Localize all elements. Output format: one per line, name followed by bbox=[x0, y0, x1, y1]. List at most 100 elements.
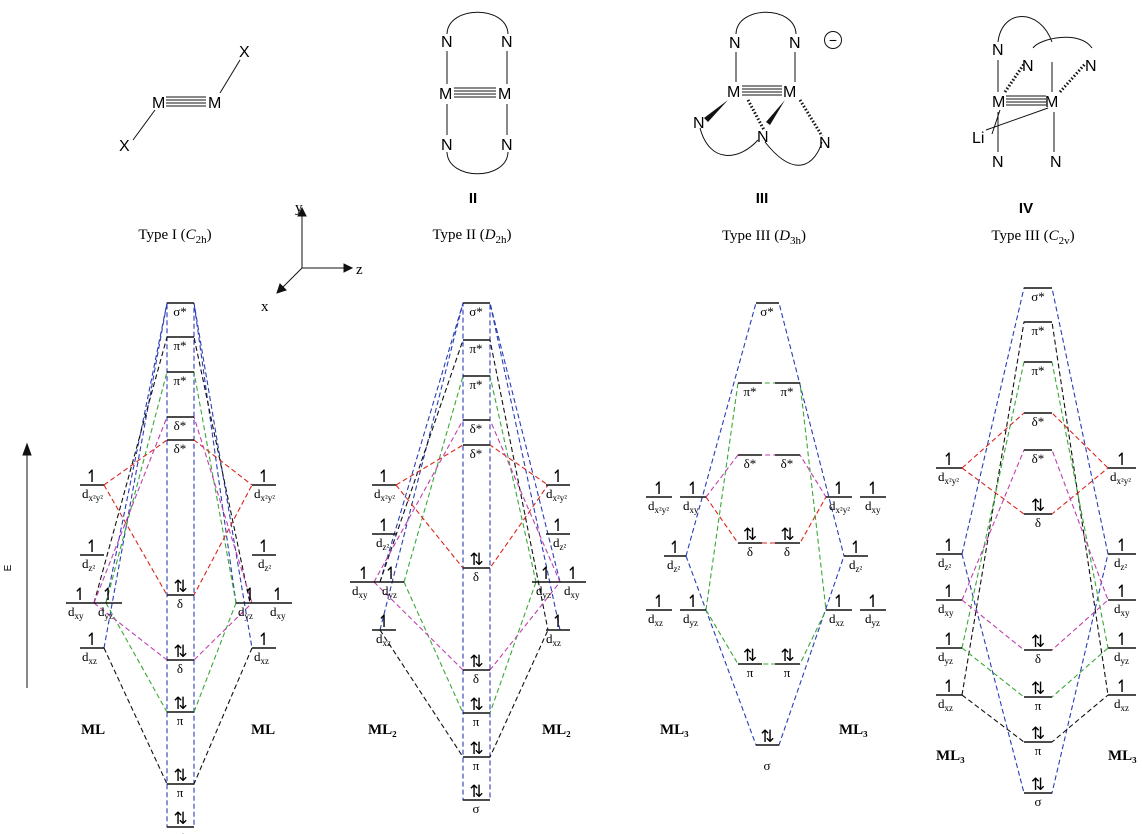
correlation-line bbox=[373, 581, 561, 671]
paired-electrons: ⇅ bbox=[173, 642, 187, 661]
coordinate-axes bbox=[276, 206, 354, 294]
atom-label: N bbox=[441, 137, 453, 154]
paired-electrons: ⇅ bbox=[1031, 775, 1045, 794]
unpaired-electron: ↿ bbox=[377, 516, 391, 535]
fragment-label-left-2: ML₂ bbox=[368, 722, 397, 738]
unpaired-electron: ↿ bbox=[551, 467, 565, 486]
unpaired-electron: ↿ bbox=[832, 479, 846, 498]
unpaired-electron: ↿ bbox=[1115, 630, 1129, 649]
ao-label: dx²y² bbox=[254, 486, 275, 503]
ao-label: dxz bbox=[376, 631, 391, 648]
correlation-line bbox=[705, 454, 827, 498]
metal-metal-quadruple-bond bbox=[166, 96, 206, 107]
ao-label: dxy bbox=[865, 498, 881, 515]
correlation-line bbox=[961, 599, 1109, 651]
mo-label: σ bbox=[472, 801, 479, 816]
paired-electrons: ⇅ bbox=[173, 694, 187, 713]
bonds bbox=[446, 51, 508, 135]
atom-label: M bbox=[1045, 94, 1058, 111]
correlation-line bbox=[379, 629, 549, 758]
mo-label: π* bbox=[173, 338, 186, 353]
correlation-line bbox=[379, 302, 561, 801]
caption-type-III-d3h: Type III (D3h) bbox=[722, 228, 806, 247]
unpaired-electron: ↿ bbox=[539, 564, 553, 583]
atom-label: N bbox=[693, 115, 705, 132]
correlation-line bbox=[105, 302, 237, 604]
unpaired-electron: ↿ bbox=[257, 630, 271, 649]
paired-electrons: ⇅ bbox=[780, 646, 794, 665]
bond bbox=[219, 59, 241, 94]
ao-label: dxz bbox=[648, 611, 663, 628]
ao-label: dx²y² bbox=[374, 486, 395, 503]
bonds bbox=[735, 52, 796, 96]
unpaired-electron: ↿ bbox=[551, 612, 565, 631]
mo-label: π bbox=[1035, 698, 1042, 713]
unpaired-electron: ↿ bbox=[942, 630, 956, 649]
ao-label: dyz bbox=[238, 604, 253, 621]
unpaired-electron: ↿ bbox=[101, 585, 115, 604]
mo-label: δ bbox=[473, 671, 479, 686]
structure-IV: N N N M M Li N N IV bbox=[972, 16, 1097, 217]
ao-label: dyz bbox=[865, 611, 880, 628]
atom-label: M bbox=[992, 94, 1005, 111]
bridging-ligand-arc bbox=[764, 141, 823, 166]
atom-label: X bbox=[239, 44, 250, 61]
ao-label: dxy bbox=[938, 601, 954, 618]
ao-label: dz² bbox=[1114, 555, 1127, 572]
correlation-line bbox=[93, 336, 251, 604]
unpaired-electron: ↿ bbox=[1115, 450, 1129, 469]
paired-electrons: ⇅ bbox=[173, 577, 187, 596]
correlation-line bbox=[93, 416, 253, 604]
mo-label: π bbox=[473, 714, 480, 729]
paired-electrons: ⇅ bbox=[469, 695, 483, 714]
mo-label: δ* bbox=[174, 441, 187, 456]
energy-axis-label: E bbox=[3, 564, 14, 571]
unpaired-electron: ↿ bbox=[668, 538, 682, 557]
atom-label: N bbox=[1085, 58, 1097, 75]
ao-label: dxz bbox=[82, 649, 97, 666]
unpaired-electron: ↿ bbox=[377, 467, 391, 486]
paired-electrons: ⇅ bbox=[469, 739, 483, 758]
atom-label: N bbox=[992, 42, 1004, 59]
correlation-line bbox=[373, 419, 561, 583]
bond bbox=[132, 109, 156, 141]
mo-label: δ bbox=[1035, 651, 1041, 666]
fragment-label-right-1: ML bbox=[251, 722, 275, 738]
atom-label: N bbox=[789, 35, 801, 52]
hashed-bond bbox=[798, 99, 824, 137]
ao-label: dxy bbox=[352, 583, 368, 600]
ao-label: dxy bbox=[270, 604, 286, 621]
paired-electrons: ⇅ bbox=[469, 782, 483, 801]
mo-label: δ* bbox=[174, 418, 187, 433]
unpaired-electron: ↿ bbox=[686, 479, 700, 498]
paired-electrons: ⇅ bbox=[780, 525, 794, 544]
fragment-label-right-3: ML₃ bbox=[839, 722, 868, 738]
paired-electrons: ⇅ bbox=[469, 652, 483, 671]
mo-label: π bbox=[177, 713, 184, 728]
mo-label: σ bbox=[176, 828, 183, 834]
atom-label: N bbox=[1022, 58, 1034, 75]
unpaired-electron: ↿ bbox=[652, 479, 666, 498]
correlation-lines bbox=[93, 287, 1109, 828]
paired-electrons: ⇅ bbox=[743, 525, 757, 544]
structure-III: N N M M N N N − III bbox=[693, 11, 842, 207]
negative-charge bbox=[824, 31, 842, 49]
unpaired-electron: ↿ bbox=[942, 582, 956, 601]
fragment-label-right-4: ML₃ bbox=[1108, 748, 1137, 764]
unpaired-electron: ↿ bbox=[384, 564, 398, 583]
ao-label: dyz bbox=[1114, 649, 1129, 666]
mo-label: π bbox=[473, 758, 480, 773]
mo-label: π* bbox=[1031, 363, 1044, 378]
mo-label: π* bbox=[469, 341, 482, 356]
unpaired-electron: ↿ bbox=[942, 536, 956, 555]
mo-label: π* bbox=[1031, 323, 1044, 338]
atom-label: Li bbox=[972, 130, 984, 147]
ao-label: dz² bbox=[667, 557, 680, 574]
ao-label: dxz bbox=[938, 696, 953, 713]
ao-label: dz² bbox=[938, 555, 951, 572]
unpaired-electron: ↿ bbox=[866, 592, 880, 611]
ao-label: dx²y² bbox=[648, 498, 669, 515]
mo-label: δ bbox=[747, 544, 753, 559]
unpaired-electron: ↿ bbox=[85, 630, 99, 649]
mo-label: δ* bbox=[1032, 451, 1045, 466]
